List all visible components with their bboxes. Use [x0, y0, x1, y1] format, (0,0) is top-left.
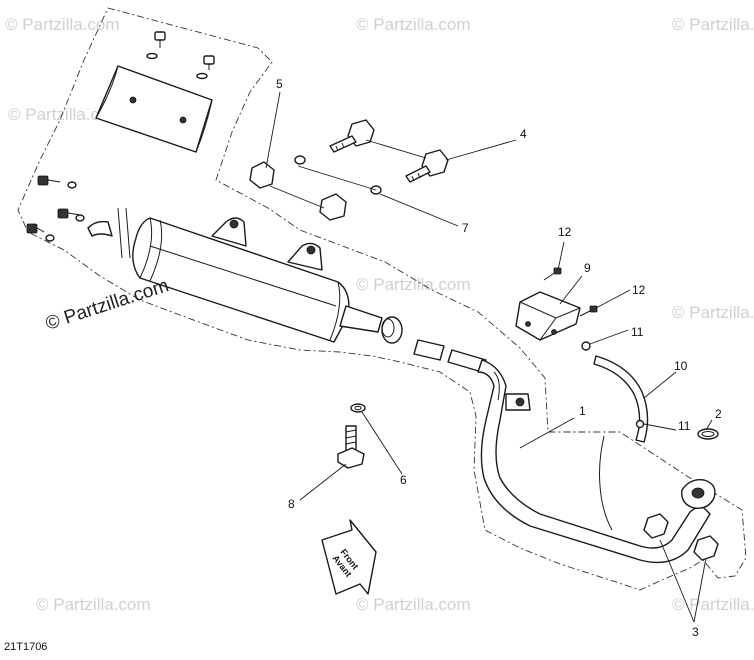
- module-bracket: [515, 291, 581, 341]
- exhaust-gasket: [697, 428, 719, 440]
- watermark: © Partzilla.com: [672, 595, 754, 614]
- callout-12: 12: [558, 225, 572, 239]
- callout-12: 12: [632, 283, 646, 297]
- callout-11: 11: [631, 325, 644, 339]
- small-screw: [543, 267, 562, 281]
- shield-screw: [146, 31, 166, 60]
- mount-screw: [26, 223, 55, 242]
- watermark: © Partzilla.com: [356, 275, 471, 294]
- hose-clamp: [635, 419, 645, 429]
- gasket-strip: [413, 339, 487, 373]
- hex-nut: [319, 193, 347, 221]
- callout-7: 7: [462, 221, 469, 235]
- vent-hose: [593, 355, 649, 443]
- callout-1: 1: [579, 404, 586, 418]
- watermark: © Partzilla.com: [356, 595, 471, 614]
- callout-2: 2: [715, 407, 722, 421]
- watermark: © Partzilla.com: [356, 15, 471, 34]
- watermark: © Partzilla.com: [5, 15, 120, 34]
- callout-5: 5: [276, 77, 283, 91]
- watermark: © Partzilla.com: [36, 595, 151, 614]
- hex-bolt: [405, 149, 449, 183]
- hex-bolt: [329, 119, 375, 153]
- callout-8: 8: [288, 497, 295, 511]
- callout-labels: 1 2 3 4 5 6 7 8 9 10 11 11 12 12: [276, 77, 722, 639]
- diagram-code: 21T1706: [4, 641, 47, 653]
- assembly-outline: [17, 7, 747, 591]
- watermark: © Partzilla.com: [672, 303, 754, 322]
- front-direction-arrow: Front Avant: [321, 519, 377, 595]
- flat-washer: [294, 155, 382, 195]
- watermark: © Partzilla.com: [8, 105, 123, 124]
- callout-11: 11: [678, 419, 691, 433]
- muffler-end-cap: [87, 207, 131, 259]
- heat-shield: [95, 65, 213, 153]
- callout-9: 9: [584, 261, 591, 275]
- small-screw: [579, 305, 598, 317]
- callout-3: 3: [692, 625, 699, 639]
- leader-lines: [265, 91, 713, 623]
- callout-10: 10: [674, 359, 688, 373]
- hose-clamp: [581, 341, 591, 351]
- mount-screw: [57, 208, 85, 222]
- callout-6: 6: [400, 473, 407, 487]
- hex-nut: [249, 161, 275, 189]
- washer: [350, 403, 366, 413]
- watermark: © Partzilla.com: [672, 15, 754, 34]
- watermark-layer: © Partzilla.com © Partzilla.com © Partzi…: [5, 15, 754, 614]
- callout-4: 4: [520, 127, 527, 141]
- flange-nut: [693, 535, 719, 561]
- hex-bolt-vertical: [337, 425, 365, 469]
- muffler: [132, 217, 403, 344]
- flange-nut: [643, 513, 669, 539]
- exhaust-pipe: [477, 359, 716, 564]
- shield-screw: [196, 55, 215, 80]
- mount-screw: [37, 175, 77, 189]
